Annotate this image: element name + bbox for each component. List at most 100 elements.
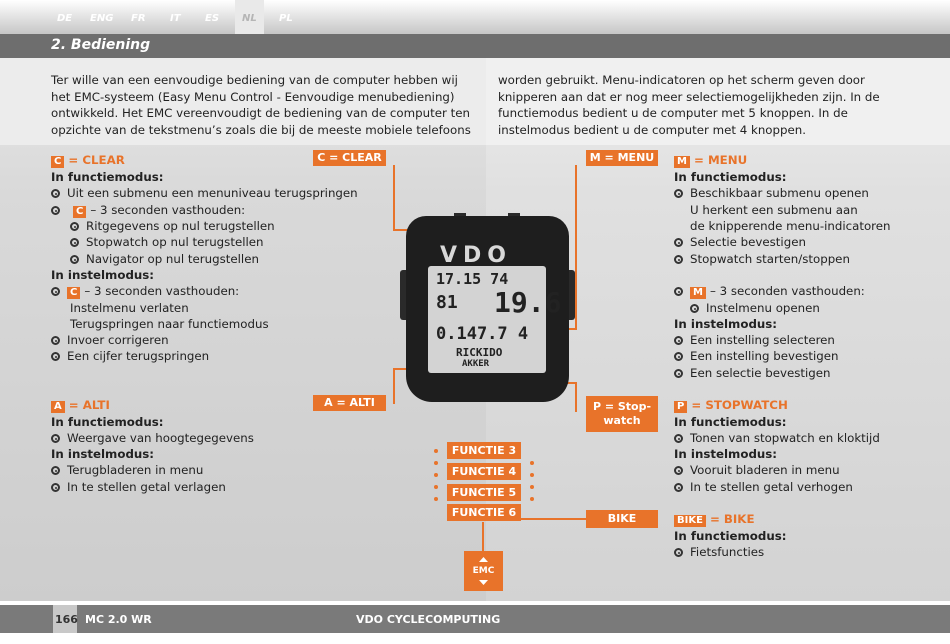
bullet-icon [51, 206, 60, 215]
bullet-icon [51, 352, 60, 361]
menu-item: Selectie bevestigen [674, 235, 806, 249]
alti-item: In te stellen getal verlagen [51, 480, 226, 494]
intro-left-line: ontwikkeld. Het EMC vereenvoudigt de bed… [51, 106, 470, 120]
stopwatch-item-text: Tonen van stopwatch en kloktijd [690, 431, 880, 445]
function-dot [530, 473, 534, 477]
intro-right: worden gebruikt. Menu-indicatoren op het… [498, 72, 918, 138]
alti-callout-line [393, 368, 395, 404]
bullet-icon [674, 483, 683, 492]
device-button-right [565, 270, 575, 320]
bullet-icon [51, 434, 60, 443]
clear-item: C– 3 seconden vasthouden: [51, 284, 239, 299]
lang-eng[interactable]: ENG [90, 13, 114, 24]
stopwatch-callout-line [563, 382, 577, 384]
clear-inst-head: In instelmodus: [51, 268, 155, 282]
menu-item: Stopwatch starten/stoppen [674, 252, 850, 266]
clear-subitem-text: Ritgegevens op nul terugstellen [86, 219, 275, 233]
alti-item-text: In te stellen getal verlagen [67, 480, 226, 494]
clear-subitem-text: Stopwatch op nul terugstellen [86, 235, 264, 249]
lang-pl[interactable]: PL [279, 13, 293, 24]
function-dot [434, 497, 438, 501]
menu-item-text: Beschikbaar submenu openen [690, 186, 869, 200]
bullet-icon [674, 287, 683, 296]
device-logo: VDO [440, 243, 512, 268]
lang-it[interactable]: IT [170, 13, 181, 24]
bullet-icon [674, 336, 683, 345]
bike-item-text: Fietsfuncties [690, 545, 765, 559]
bullet-icon [70, 255, 79, 264]
bullet-icon [51, 483, 60, 492]
page-number: 166 [55, 613, 78, 626]
bike-func-head: In functiemodus: [674, 529, 787, 543]
menu-title: = MENU [693, 153, 748, 167]
function-3-label: FUNCTIE 3 [447, 442, 521, 459]
menu-item: Beschikbaar submenu openen [674, 186, 869, 200]
footer-bar [0, 605, 950, 633]
intro-left-line: opzichte van de tekstmenu’s zoals die bi… [51, 122, 471, 137]
lcd-line-2: 81 [436, 292, 458, 313]
page-title: 2. Bediening [51, 37, 151, 53]
lang-es[interactable]: ES [205, 13, 220, 24]
clear-callout-line [393, 165, 395, 231]
intro-right-line: worden gebruikt. Menu-indicatoren op het… [498, 73, 865, 87]
menu-inst-head: In instelmodus: [674, 317, 778, 331]
function-dot [530, 497, 534, 501]
clear-item-text: Een cijfer terugspringen [67, 349, 210, 363]
footer-page-box [53, 605, 77, 633]
lang-nl[interactable]: NL [242, 13, 257, 24]
stopwatch-key-icon: P [674, 401, 688, 413]
menu-item-text: Een instelling selecteren [690, 333, 835, 347]
lcd-line-1: 17.15 74 [436, 270, 509, 288]
menu-item-text: Een selectie bevestigen [690, 366, 831, 380]
clear-key-icon: C [73, 206, 87, 218]
alti-item: Terugbladeren in menu [51, 463, 203, 477]
function-dot [434, 461, 438, 465]
bike-key-icon: BIKE [674, 515, 706, 527]
bullet-icon [674, 352, 683, 361]
bullet-icon [674, 548, 683, 557]
menu-subitem: Instelmenu openen [690, 301, 820, 315]
clear-subitem-text: Navigator op nul terugstellen [86, 252, 259, 266]
intro-left-background [0, 57, 486, 145]
device-lcd-screen [428, 266, 546, 373]
alti-title: = ALTI [68, 398, 110, 412]
alti-func-head: In functiemodus: [51, 415, 164, 429]
language-active-highlight [235, 0, 264, 34]
clear-subitem: Stopwatch op nul terugstellen [70, 235, 264, 249]
stopwatch-callout-line [575, 382, 577, 412]
alti-item: Weergave van hoogtegegevens [51, 431, 254, 445]
bullet-icon [51, 466, 60, 475]
emc-callout-line [482, 522, 484, 552]
emc-logo-text: EMC [472, 566, 495, 576]
bike-item: Fietsfuncties [674, 545, 764, 559]
bullet-icon [674, 369, 683, 378]
alti-key-icon: A [51, 401, 65, 413]
left-panel-background [0, 57, 486, 601]
intro-left: Ter wille van een eenvoudige bediening v… [51, 72, 471, 138]
menu-button-tag: M = MENU [586, 150, 658, 166]
clear-func-head: In functiemodus: [51, 170, 164, 184]
lang-de[interactable]: DE [57, 13, 73, 24]
stopwatch-item: Vooruit bladeren in menu [674, 463, 840, 477]
clear-key-icon: C [67, 287, 81, 299]
menu-item: Een selectie bevestigen [674, 366, 831, 380]
menu-item-text: Stopwatch starten/stoppen [690, 252, 850, 266]
lang-fr[interactable]: FR [131, 13, 146, 24]
alti-callout-line [393, 368, 407, 370]
menu-item: Een instelling selecteren [674, 333, 835, 347]
menu-item: Een instelling bevestigen [674, 349, 839, 363]
clear-item: C– 3 seconden vasthouden: [51, 203, 245, 218]
menu-heading: M= MENU [674, 153, 747, 168]
clear-item-text: Invoer corrigeren [67, 333, 169, 347]
footer-brand: VDO CYCLECOMPUTING [356, 613, 501, 626]
menu-func-head: In functiemodus: [674, 170, 787, 184]
stopwatch-item-text: In te stellen getal verhogen [690, 480, 853, 494]
stopwatch-func-head: In functiemodus: [674, 415, 787, 429]
clear-item: Een cijfer terugspringen [51, 349, 209, 363]
intro-left-line: Ter wille van een eenvoudige bediening v… [51, 73, 458, 87]
menu-item-text: Selectie bevestigen [690, 235, 806, 249]
intro-right-line: knipperen aan dat er nog meer selectiemo… [498, 89, 880, 104]
bullet-icon [70, 238, 79, 247]
menu-item-text: Een instelling bevestigen [690, 349, 839, 363]
function-6-label: FUNCTIE 6 [447, 504, 521, 521]
